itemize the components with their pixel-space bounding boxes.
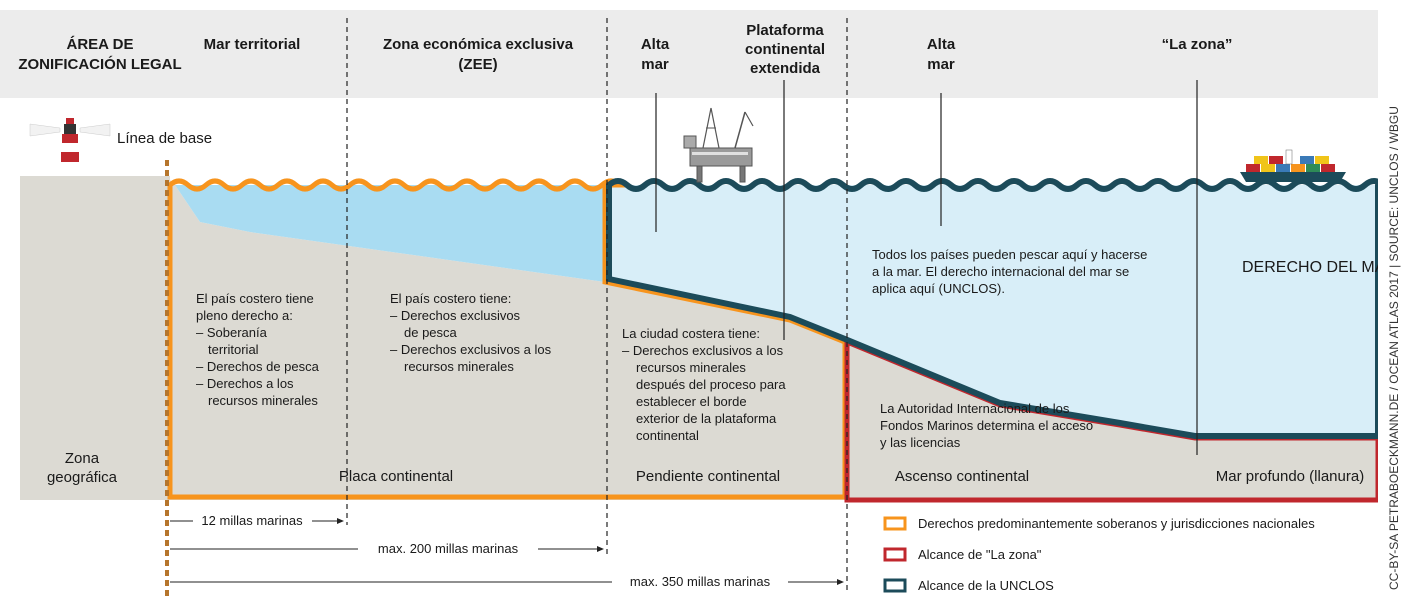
open-water [605, 185, 1378, 438]
high-sea-1-header-line2: mar [641, 56, 669, 73]
extended-shelf-header-line2: continental [745, 41, 825, 58]
high-sea-line: a la mar. El derecho internacional del m… [872, 264, 1129, 279]
legend-label-orange: Derechos predominantemente soberanos y j… [918, 516, 1315, 531]
distance-12nm: 12 millas marinas [170, 513, 344, 528]
eez-line: El país costero tiene: [390, 291, 511, 306]
territorial-line: recursos minerales [208, 393, 318, 408]
continental-slope-label: Pendiente continental [636, 468, 780, 485]
eez-line: recursos minerales [404, 359, 514, 374]
coastal-land [20, 176, 170, 500]
source-credit: CC-BY-SA PETRABOECKMANN.DE / OCEAN ATLAS… [1387, 106, 1401, 590]
extended-line: continental [636, 428, 699, 443]
territorial-line: – Soberanía [196, 325, 268, 340]
high-sea-line: aplica aquí (UNCLOS). [872, 281, 1005, 296]
eez-line: – Derechos exclusivos [390, 308, 521, 323]
territorial-line: – Derechos a los [196, 376, 294, 391]
zoning-label-line2: ZONIFICACIÓN LEGAL [18, 55, 181, 73]
distance-12nm-label: 12 millas marinas [201, 513, 303, 528]
deep-sea-label: Mar profundo (llanura) [1216, 468, 1364, 485]
eez-line: de pesca [404, 325, 458, 340]
geographic-zone-line2: geográfica [47, 469, 118, 486]
extended-shelf-header-line1: Plataforma [746, 22, 824, 39]
sea-law-label-clip: DERECHO DEL MAR [1242, 259, 1397, 276]
territorial-rights-text: El país costero tiene pleno derecho a: –… [196, 291, 320, 408]
territorial-line: – Derechos de pesca [196, 359, 320, 374]
extended-shelf-rights-text: La ciudad costera tiene: – Derechos excl… [622, 326, 786, 443]
high-sea-2-header-line2: mar [927, 56, 955, 73]
continental-rise-label: Ascenso continental [895, 468, 1029, 485]
cargo-ship-icon [1240, 149, 1346, 182]
distance-350nm: max. 350 millas marinas [170, 574, 844, 589]
eez-header-line2: (ZEE) [458, 56, 497, 73]
eez-rights-text: El país costero tiene: – Derechos exclus… [390, 291, 552, 374]
extended-line: recursos minerales [636, 360, 746, 375]
distance-200nm: max. 200 millas marinas [170, 541, 604, 556]
extended-line: después del proceso para [636, 377, 786, 392]
eez-header-line1: Zona económica exclusiva [383, 36, 574, 53]
extended-line: La ciudad costera tiene: [622, 326, 760, 341]
high-sea-2-header-line1: Alta [927, 36, 956, 53]
authority-line: y las licencias [880, 435, 961, 450]
high-sea-text: Todos los países pueden pescar aquí y ha… [872, 247, 1147, 296]
the-area-header: “La zona” [1162, 36, 1233, 53]
header-band [0, 10, 1378, 98]
zoning-label-line1: ÁREA DE [67, 36, 134, 53]
high-sea-1-header-line1: Alta [641, 36, 670, 53]
extended-shelf-header-line3: extendida [750, 60, 821, 77]
legend-label-teal: Alcance de la UNCLOS [918, 578, 1054, 593]
oil-platform-icon [683, 107, 754, 183]
legend-label-red: Alcance de "La zona" [918, 547, 1042, 562]
territorial-line: pleno derecho a: [196, 308, 293, 323]
extended-line: – Derechos exclusivos a los [622, 343, 784, 358]
distance-350nm-label: max. 350 millas marinas [630, 574, 771, 589]
territorial-sea-header: Mar territorial [204, 36, 301, 53]
extended-line: exterior de la plataforma [636, 411, 777, 426]
authority-text: La Autoridad Internacional de los Fondos… [880, 401, 1093, 450]
territorial-line: El país costero tiene [196, 291, 314, 306]
extended-line: establecer el borde [636, 394, 747, 409]
lighthouse-icon [29, 118, 111, 176]
legend-swatch-teal [883, 578, 907, 593]
legend-swatch-red [883, 547, 907, 562]
continental-plate-label: Placa continental [339, 468, 453, 485]
legend-swatch-orange [883, 516, 907, 531]
sea-law-label: DERECHO DEL MAR [1242, 259, 1397, 276]
geographic-zone-line1: Zona [65, 450, 100, 467]
eez-line: – Derechos exclusivos a los [390, 342, 552, 357]
legend: Derechos predominantemente soberanos y j… [883, 516, 1315, 593]
baseline-label: Línea de base [117, 130, 212, 147]
orange-national-outline [167, 178, 848, 500]
territorial-line: territorial [208, 342, 259, 357]
authority-line: Fondos Marinos determina el acceso [880, 418, 1093, 433]
shelf-water [170, 185, 605, 282]
high-sea-line: Todos los países pueden pescar aquí y ha… [872, 247, 1147, 262]
distance-200nm-label: max. 200 millas marinas [378, 541, 519, 556]
authority-line: La Autoridad Internacional de los [880, 401, 1070, 416]
